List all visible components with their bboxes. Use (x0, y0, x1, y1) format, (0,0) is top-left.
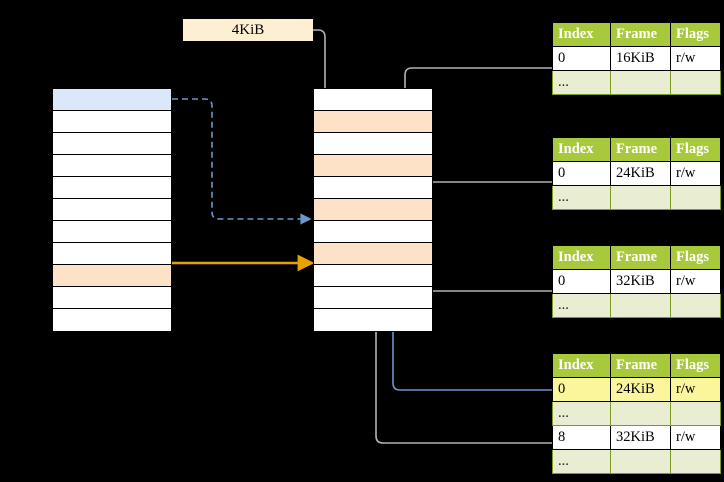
cell-index[interactable]: ... (552, 70, 611, 95)
cell-frame[interactable]: 16KiB (610, 46, 671, 71)
table-header-row: Index Frame Flags (552, 22, 721, 47)
table-row[interactable]: ... (552, 449, 721, 474)
page-table-level-1: Index Frame Flags 0 16KiB r/w ... (552, 22, 721, 95)
cell-index[interactable]: ... (552, 185, 611, 210)
table-row[interactable]: ... (552, 185, 721, 210)
table-row[interactable]: ... (552, 70, 721, 95)
physical-frame-cell[interactable] (314, 265, 432, 287)
cell-frame[interactable]: 32KiB (610, 269, 671, 294)
size-label-4kib: 4KiB (183, 19, 313, 41)
cell-frame[interactable] (610, 70, 671, 95)
column-header-frame: Frame (610, 22, 671, 47)
virtual-page-cell[interactable] (53, 111, 171, 133)
cell-flags[interactable]: r/w (670, 425, 721, 450)
table-row[interactable]: 0 24KiB r/w (552, 161, 721, 186)
cell-flags[interactable] (670, 401, 721, 426)
virtual-page-cell[interactable] (53, 221, 171, 243)
cell-index[interactable]: 8 (552, 425, 611, 450)
cell-flags[interactable]: r/w (670, 269, 721, 294)
column-header-flags: Flags (670, 137, 721, 162)
cell-index[interactable]: 0 (552, 161, 611, 186)
table-row[interactable]: ... (552, 293, 721, 318)
wire-table2-to-frame (414, 181, 552, 225)
physical-frame-cell[interactable] (314, 89, 432, 111)
cell-frame[interactable]: 24KiB (610, 161, 671, 186)
cell-flags[interactable]: r/w (670, 161, 721, 186)
wire-virtual-page-to-frame (172, 98, 312, 225)
cell-frame[interactable] (610, 401, 671, 426)
physical-frame-cell[interactable] (314, 177, 432, 199)
column-header-flags: Flags (670, 22, 721, 47)
column-header-flags: Flags (670, 353, 721, 378)
virtual-page-cell[interactable] (53, 199, 171, 221)
virtual-page-cell[interactable] (53, 89, 171, 111)
physical-frame-cell[interactable] (314, 155, 432, 177)
column-header-frame: Frame (610, 245, 671, 270)
column-header-frame: Frame (610, 353, 671, 378)
cell-index[interactable]: 0 (552, 377, 611, 402)
column-header-index: Index (552, 245, 611, 270)
virtual-address-space-column (52, 88, 172, 332)
physical-frame-cell[interactable] (314, 287, 432, 309)
page-table-level-4: Index Frame Flags 0 24KiB r/w ... 8 32Ki… (552, 353, 721, 474)
column-header-index: Index (552, 22, 611, 47)
column-header-flags: Flags (670, 245, 721, 270)
cell-frame[interactable] (610, 293, 671, 318)
virtual-page-cell[interactable] (53, 177, 171, 199)
physical-frame-cell[interactable] (314, 199, 432, 221)
page-table-level-3: Index Frame Flags 0 32KiB r/w ... (552, 245, 721, 318)
cell-frame[interactable]: 32KiB (610, 425, 671, 450)
cell-frame[interactable] (610, 449, 671, 474)
virtual-page-cell[interactable] (53, 287, 171, 309)
table-row[interactable]: ... (552, 401, 721, 426)
virtual-page-cell[interactable] (53, 133, 171, 155)
page-table-level-2: Index Frame Flags 0 24KiB r/w ... (552, 137, 721, 210)
virtual-page-cell[interactable] (53, 309, 171, 331)
cell-index[interactable]: ... (552, 449, 611, 474)
cell-index[interactable]: 0 (552, 269, 611, 294)
cell-flags[interactable] (670, 185, 721, 210)
table-row[interactable]: 0 32KiB r/w (552, 269, 721, 294)
column-header-frame: Frame (610, 137, 671, 162)
table-header-row: Index Frame Flags (552, 353, 721, 378)
cell-flags[interactable]: r/w (670, 377, 721, 402)
virtual-page-cell[interactable] (53, 265, 171, 287)
physical-frame-cell[interactable] (314, 111, 432, 133)
column-header-index: Index (552, 137, 611, 162)
cell-flags[interactable] (670, 70, 721, 95)
table-header-row: Index Frame Flags (552, 245, 721, 270)
cell-flags[interactable] (670, 293, 721, 318)
column-header-index: Index (552, 353, 611, 378)
cell-index[interactable]: ... (552, 293, 611, 318)
physical-memory-column (313, 88, 433, 332)
physical-frame-cell[interactable] (314, 243, 432, 265)
table-header-row: Index Frame Flags (552, 137, 721, 162)
cell-frame[interactable] (610, 185, 671, 210)
cell-frame[interactable]: 24KiB (610, 377, 671, 402)
physical-frame-cell[interactable] (314, 309, 432, 331)
virtual-page-cell[interactable] (53, 243, 171, 265)
table-row[interactable]: 0 24KiB r/w (552, 377, 721, 402)
cell-index[interactable]: 0 (552, 46, 611, 71)
table-row[interactable]: 8 32KiB r/w (552, 425, 721, 450)
table-row[interactable]: 0 16KiB r/w (552, 46, 721, 71)
physical-frame-cell[interactable] (314, 221, 432, 243)
virtual-page-cell[interactable] (53, 155, 171, 177)
cell-index[interactable]: ... (552, 401, 611, 426)
cell-flags[interactable]: r/w (670, 46, 721, 71)
cell-flags[interactable] (670, 449, 721, 474)
physical-frame-cell[interactable] (314, 133, 432, 155)
